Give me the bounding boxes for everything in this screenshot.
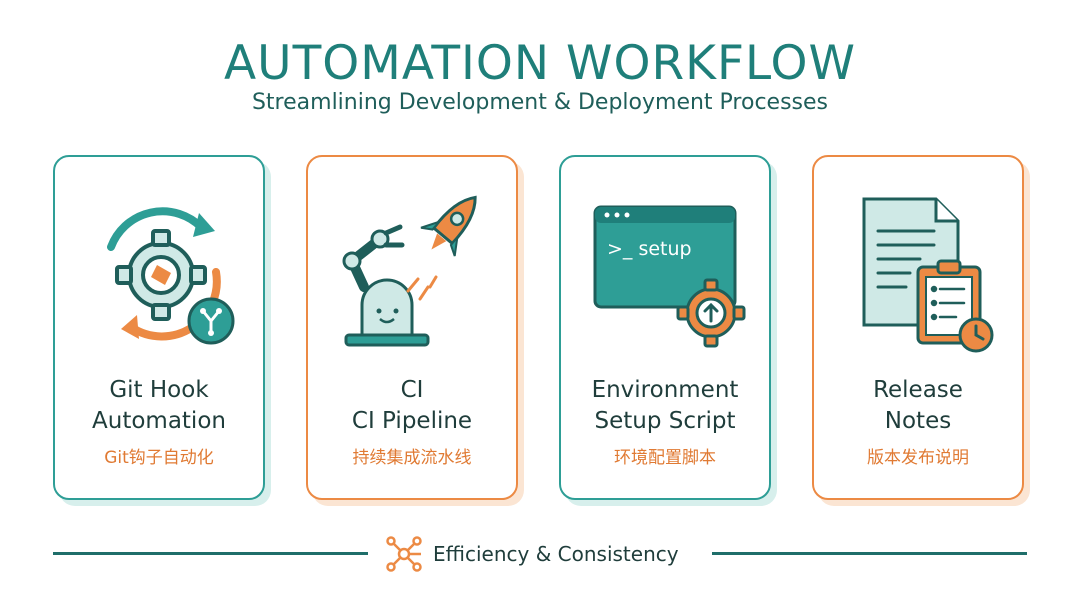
card-release-notes: Release Notes 版本发布说明 [812, 155, 1024, 500]
card-title: Release Notes [873, 377, 963, 434]
footer-text: Efficiency & Consistency [433, 542, 679, 566]
page-subtitle: Streamlining Development & Deployment Pr… [251, 90, 829, 115]
card-environment-setup: >_ setup Environment Setup Script 环境配置脚本 [559, 155, 771, 500]
card-title: CI CI Pipeline [351, 377, 473, 434]
network-nodes-icon [386, 536, 422, 572]
card-title: Git Hook Automation [92, 377, 226, 434]
footer: Efficiency & Consistency [385, 534, 679, 574]
card-title: Environment Setup Script [591, 377, 739, 434]
card-ci-pipeline: CI CI Pipeline 持续集成流水线 [306, 155, 518, 500]
card-git-hook: Git Hook Automation Git钩子自动化 [53, 155, 265, 500]
card-subtitle-cn: 版本发布说明 [867, 448, 969, 468]
footer-divider-right [712, 552, 1027, 555]
terminal-text: >_ setup [607, 238, 692, 260]
card-subtitle-cn: 环境配置脚本 [614, 448, 716, 468]
git-hook-gear-icon [107, 207, 235, 345]
release-notes-clipboard-icon [862, 197, 994, 353]
card-subtitle-cn: 持续集成流水线 [352, 448, 472, 468]
card-subtitle-cn: Git钩子自动化 [104, 448, 214, 468]
footer-divider-left [53, 552, 368, 555]
robot-arm-rocket-icon [342, 195, 477, 347]
terminal-setup-icon: >_ setup [593, 205, 746, 348]
page-title: AUTOMATION WORKFLOW [224, 36, 856, 91]
